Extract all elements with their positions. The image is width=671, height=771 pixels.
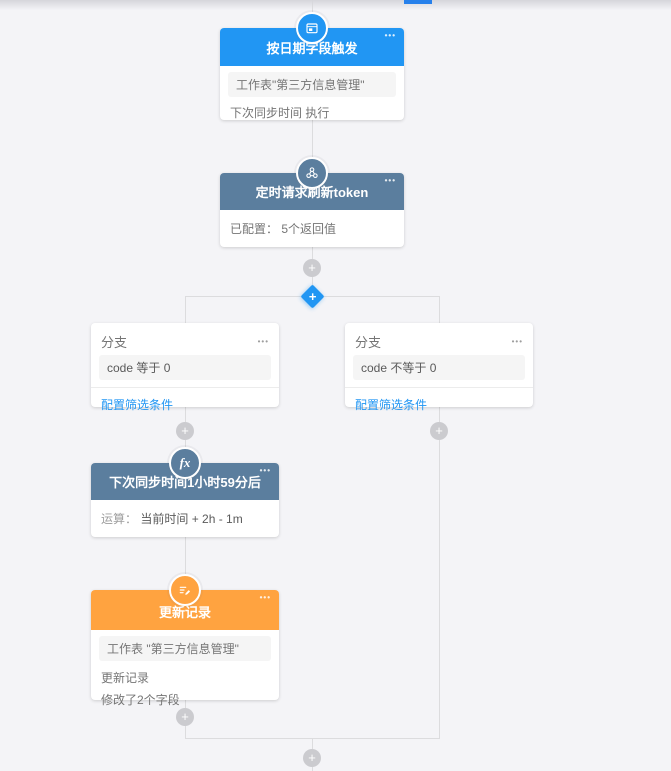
add-node-button[interactable]: + — [430, 422, 448, 440]
update-detail: 修改了2个字段 — [101, 693, 180, 707]
scroll-indicator — [404, 0, 432, 4]
plus-icon: + — [308, 289, 317, 304]
node-update-card[interactable]: ••• 更新记录 工作表 "第三方信息管理" 更新记录 修改了2个字段 — [91, 574, 279, 707]
branch-right-card[interactable]: 分支 ••• code 不等于 0 配置筛选条件 — [345, 323, 533, 412]
fx-formula-icon: fx — [169, 447, 201, 479]
node-token-card[interactable]: ••• 定时请求刷新token 已配置： 5个返回值 — [220, 157, 404, 247]
node-title: 更新记录 — [158, 605, 211, 620]
add-node-button[interactable]: + — [176, 422, 194, 440]
more-icon[interactable]: ••• — [384, 31, 396, 40]
add-node-button[interactable]: + — [303, 259, 321, 277]
more-icon[interactable]: ••• — [259, 593, 271, 602]
node-trigger-card[interactable]: ••• 按日期字段触发 工作表"第三方信息管理" 下次同步时间 执行 — [220, 12, 404, 120]
node-update-header: ••• 更新记录 — [91, 574, 279, 630]
api-request-icon — [296, 157, 328, 189]
connector-line — [312, 120, 313, 160]
node-formula-header: fx ••• 下次同步时间1小时59分后 — [91, 447, 279, 500]
more-icon[interactable]: ••• — [511, 336, 523, 346]
configure-filter-link[interactable]: 配置筛选条件 — [101, 398, 174, 412]
connector-line — [185, 296, 186, 323]
trigger-detail: 下次同步时间 执行 — [230, 106, 330, 120]
node-token-header: ••• 定时请求刷新token — [220, 157, 404, 210]
more-icon[interactable]: ••• — [257, 336, 269, 346]
node-title: 下次同步时间1小时59分后 — [109, 475, 261, 490]
toolbar-shadow — [0, 0, 671, 10]
branch-condition: code 等于 0 — [99, 355, 271, 380]
node-trigger-header: ••• 按日期字段触发 — [220, 12, 404, 66]
connector-line — [439, 407, 440, 738]
add-branch-button[interactable]: + — [300, 284, 325, 309]
node-title: 按日期字段触发 — [266, 41, 358, 56]
connector-line — [185, 537, 186, 576]
add-node-button[interactable]: + — [176, 708, 194, 726]
worksheet-chip: 工作表 "第三方信息管理" — [99, 636, 271, 661]
worksheet-chip: 工作表"第三方信息管理" — [228, 72, 396, 97]
node-title: 定时请求刷新token — [255, 185, 369, 200]
more-icon[interactable]: ••• — [384, 176, 396, 185]
token-detail: 已配置： 5个返回值 — [230, 222, 337, 236]
branch-condition: code 不等于 0 — [353, 355, 525, 380]
branch-title: 分支 — [355, 335, 382, 350]
branch-title: 分支 — [101, 335, 128, 350]
calendar-icon — [296, 12, 328, 44]
more-icon[interactable]: ••• — [259, 466, 271, 475]
branch-left-card[interactable]: 分支 ••• code 等于 0 配置筛选条件 — [91, 323, 279, 412]
formula-expression: 当前时间 + 2h - 1m — [140, 512, 243, 526]
formula-label: 运算： — [101, 512, 138, 526]
update-action: 更新记录 — [101, 671, 150, 685]
edit-record-icon — [169, 574, 201, 606]
connector-line — [439, 296, 440, 323]
configure-filter-link[interactable]: 配置筛选条件 — [355, 398, 428, 412]
node-formula-card[interactable]: fx ••• 下次同步时间1小时59分后 运算： 当前时间 + 2h - 1m — [91, 447, 279, 537]
add-node-button[interactable]: + — [303, 749, 321, 767]
